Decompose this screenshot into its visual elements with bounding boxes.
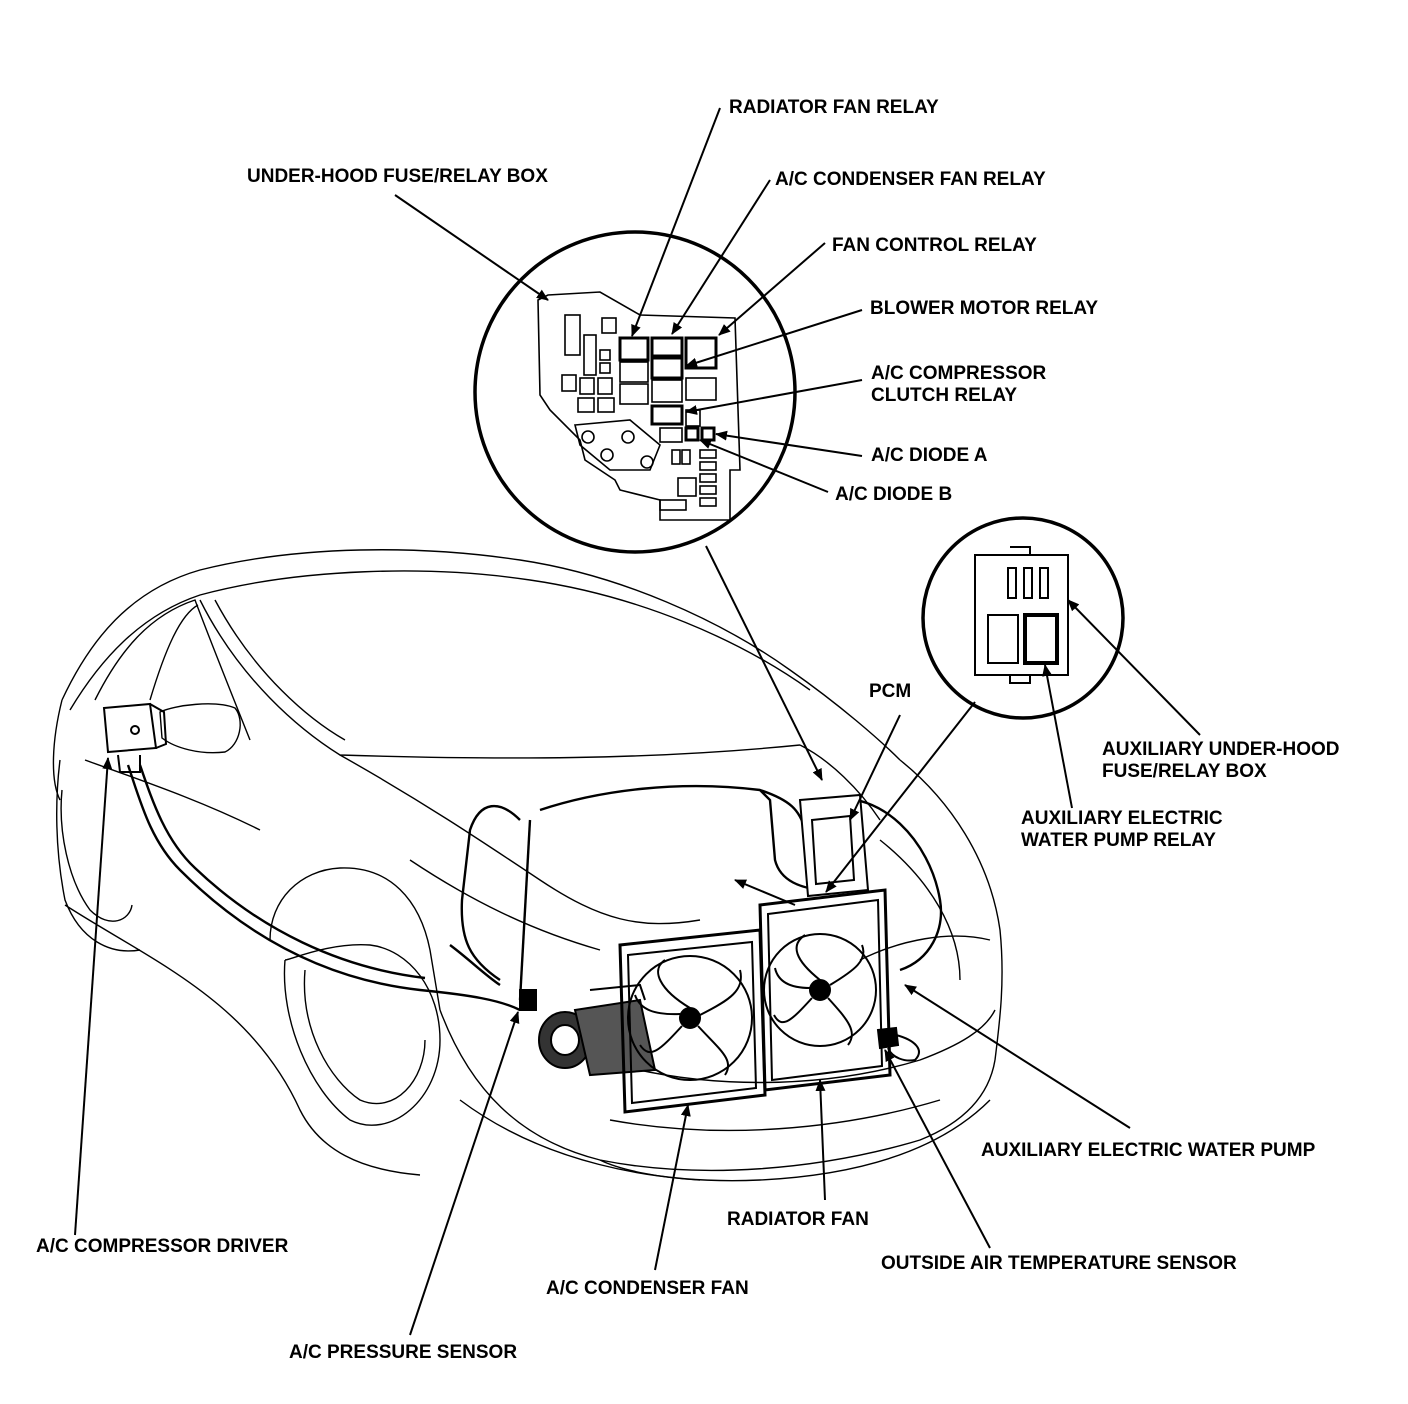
- label-aux-electric-water-pump: AUXILIARY ELECTRIC WATER PUMP: [981, 1140, 1316, 1161]
- label-under-hood-fuse-relay-box: UNDER-HOOD FUSE/RELAY BOX: [247, 166, 548, 187]
- aux-water-pump-unit: [876, 1026, 920, 1062]
- label-aux-pump-relay-line1: AUXILIARY ELECTRIC: [1021, 808, 1223, 829]
- car-outline: [52, 549, 1003, 1182]
- ac-condenser-fan-unit: [618, 928, 767, 1114]
- label-ac-condenser-fan: A/C CONDENSER FAN: [546, 1278, 749, 1299]
- engine-bay-hoses: [126, 764, 943, 1012]
- label-ac-diode-b: A/C DIODE B: [835, 484, 953, 505]
- label-outside-air-temperature-sensor: OUTSIDE AIR TEMPERATURE SENSOR: [881, 1253, 1237, 1274]
- label-aux-box-line2: FUSE/RELAY BOX: [1102, 761, 1267, 782]
- ac-pressure-sensor-unit: [519, 989, 537, 1011]
- label-blower-motor-relay: BLOWER MOTOR RELAY: [870, 298, 1099, 319]
- ac-compressor-driver-unit: [102, 702, 168, 773]
- label-fan-control-relay: FAN CONTROL RELAY: [832, 235, 1037, 256]
- label-radiator-fan: RADIATOR FAN: [727, 1209, 869, 1230]
- aux-box-detail: [921, 516, 1125, 720]
- label-ac-diode-a: A/C DIODE A: [871, 445, 988, 466]
- radiator-fan-unit: [758, 888, 892, 1092]
- label-pcm: PCM: [869, 681, 912, 702]
- label-ac-condenser-fan-relay: A/C CONDENSER FAN RELAY: [775, 169, 1046, 190]
- label-aux-box-line1: AUXILIARY UNDER-HOOD: [1102, 739, 1340, 760]
- label-ac-compressor-driver: A/C COMPRESSOR DRIVER: [36, 1236, 289, 1257]
- label-ac-pressure-sensor: A/C PRESSURE SENSOR: [289, 1342, 518, 1363]
- label-aux-pump-relay-line2: WATER PUMP RELAY: [1021, 830, 1216, 851]
- leader-lines: [74, 107, 1201, 1336]
- label-ac-compressor-clutch-relay-line2: CLUTCH RELAY: [871, 385, 1018, 406]
- label-ac-compressor-clutch-relay-line1: A/C COMPRESSOR: [871, 363, 1047, 384]
- under-hood-box-detail: [473, 230, 797, 554]
- ac-compressor-unit: [538, 983, 657, 1077]
- label-radiator-fan-relay: RADIATOR FAN RELAY: [729, 97, 939, 118]
